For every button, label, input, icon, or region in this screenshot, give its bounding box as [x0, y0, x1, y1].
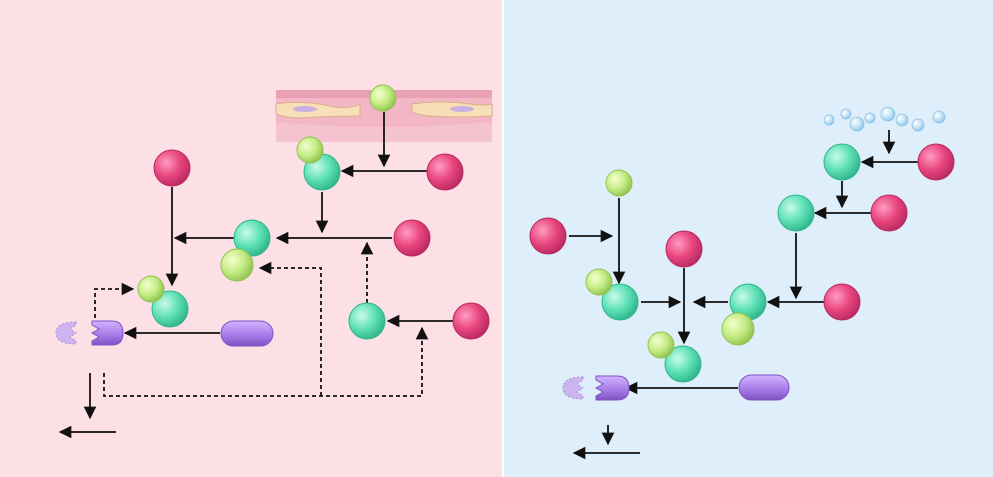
cleaved-substrate-right-icon	[594, 375, 630, 401]
substrate-capsule	[220, 320, 274, 347]
cleaved-fragment-icon	[55, 321, 77, 345]
factor-pink-r1	[917, 143, 955, 181]
platelet-particles-icon	[823, 106, 946, 132]
left-solid-arrows	[58, 112, 455, 439]
cleaved-fragment-right-icon	[562, 376, 584, 400]
factor-teal-r2	[777, 194, 815, 232]
factor-complex-d-green	[721, 312, 755, 346]
factor-complex-e-green	[585, 268, 613, 296]
substrate-capsule-right	[738, 374, 790, 401]
factor-pink-r5	[665, 230, 703, 268]
factor-complex-b-teal	[233, 219, 271, 257]
cleaved-substrate-icon	[90, 320, 124, 346]
right-solid-arrows	[569, 130, 918, 460]
left-substrates	[55, 320, 274, 347]
factor-teal-single	[348, 302, 386, 340]
factor-pink-r3	[823, 283, 861, 321]
factor-vessel-green	[369, 84, 397, 112]
right-substrates	[562, 374, 790, 401]
factor-green-r1	[605, 169, 633, 197]
factor-pink-r4	[529, 217, 567, 255]
right-panel-background	[503, 0, 993, 477]
left-factors	[137, 84, 490, 340]
factor-pink-2	[153, 149, 191, 187]
left-dashed-feedback-arrows	[94, 241, 429, 397]
factor-complex-c-green	[137, 275, 165, 303]
factor-complex-b-green	[220, 248, 254, 282]
factor-pink-1	[426, 153, 464, 191]
factor-teal-r1	[823, 143, 861, 181]
factor-complex-a-green	[296, 136, 324, 164]
factor-complex-c-teal	[151, 290, 189, 328]
factor-complex-f-teal	[664, 345, 702, 383]
right-factors	[529, 143, 955, 383]
factor-complex-e-teal	[601, 283, 639, 321]
factor-pink-3	[393, 219, 431, 257]
factor-pink-r2	[870, 194, 908, 232]
factor-complex-f-green	[647, 331, 675, 359]
factor-pink-4	[452, 302, 490, 340]
